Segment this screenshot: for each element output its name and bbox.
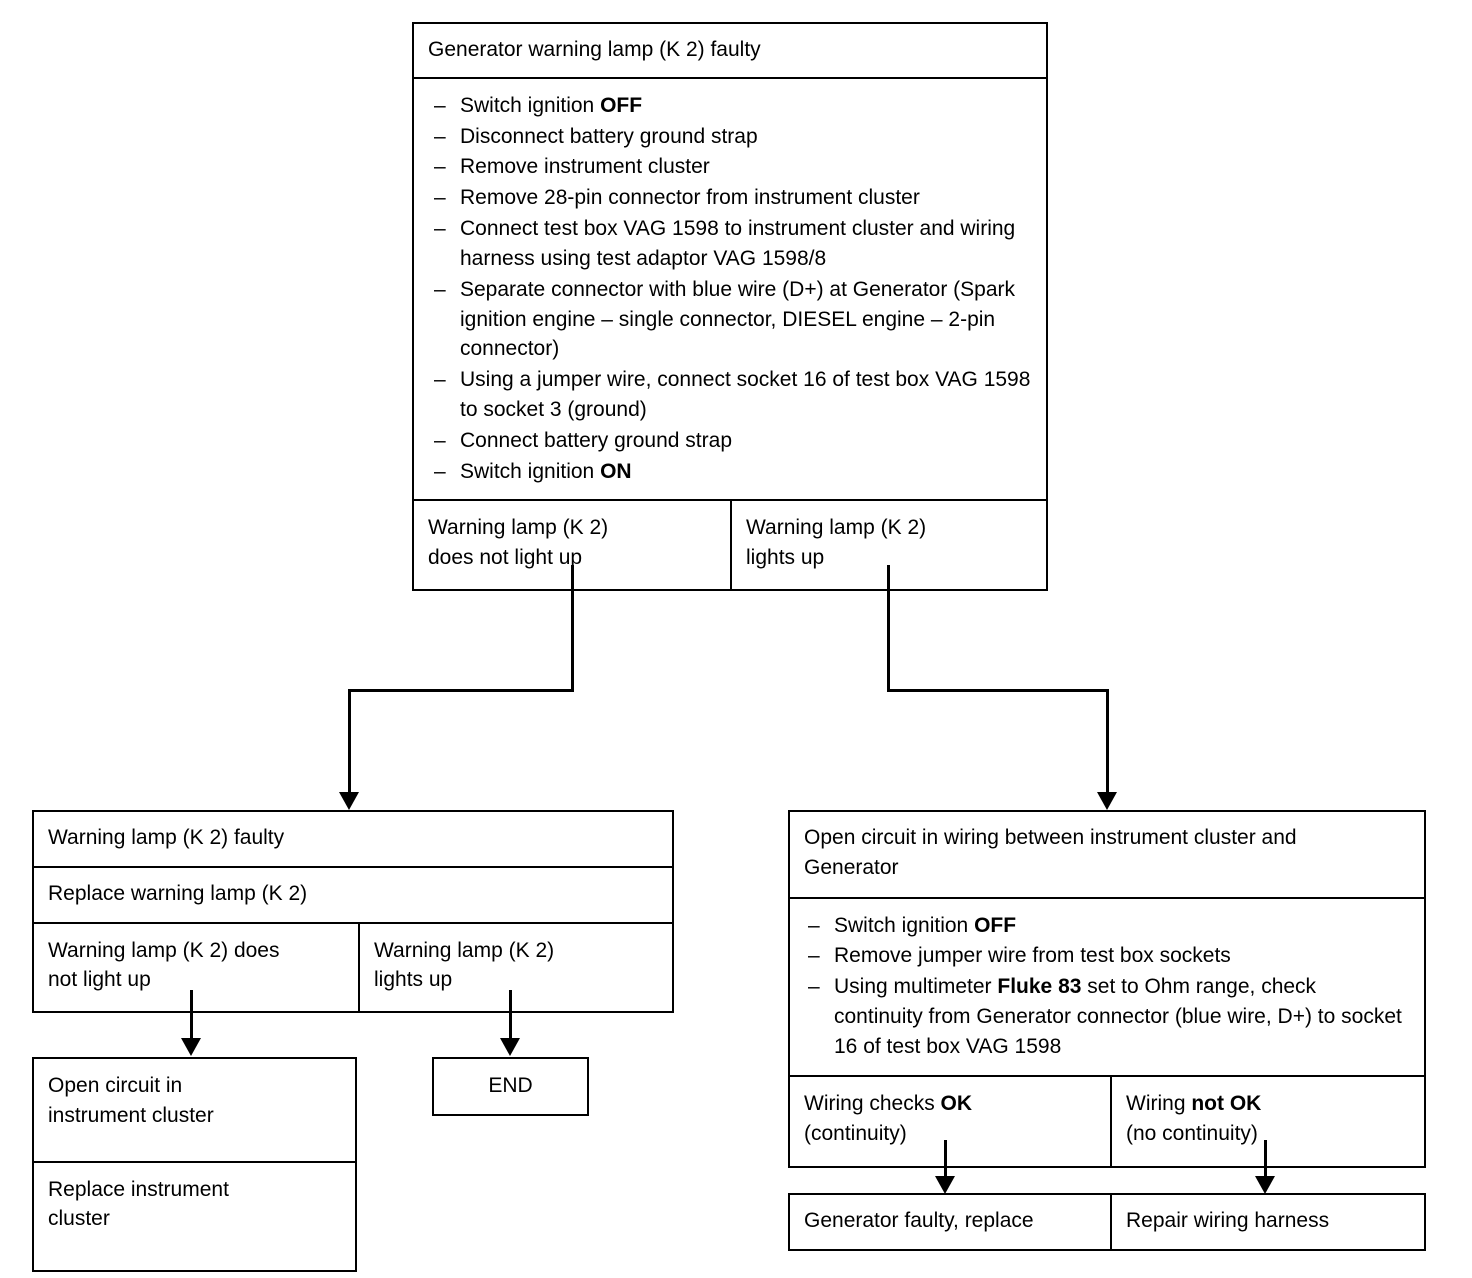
connector-left-vertical-upper bbox=[571, 565, 574, 692]
end-box: END bbox=[432, 1057, 589, 1116]
result-generator-faulty-text: Generator faulty, replace bbox=[804, 1209, 1034, 1232]
outcome-wiring-not-ok: Wiring not OK (no continuity) bbox=[1110, 1076, 1424, 1167]
connector-repair-harness-arrowhead bbox=[1255, 1176, 1275, 1194]
outcome-line-1: Wiring checks OK bbox=[804, 1091, 973, 1115]
connector-left-result-vertical bbox=[190, 990, 193, 1040]
left-result-action-line-2: cluster bbox=[48, 1207, 110, 1231]
step-text-0: Switch ignition OFF bbox=[834, 913, 1017, 937]
top-box-outcomes: Warning lamp (K 2) does not light up War… bbox=[414, 499, 1046, 589]
step-item: Switch ignition OFF bbox=[806, 911, 1410, 941]
connector-generator-faulty-vertical bbox=[944, 1140, 947, 1178]
connector-repair-harness-vertical bbox=[1264, 1140, 1267, 1178]
right-branch-header-line-2: Generator bbox=[804, 855, 899, 879]
step-item: Using a jumper wire, connect socket 16 o… bbox=[432, 365, 1032, 425]
right-branch-box: Open circuit in wiring between instrumen… bbox=[788, 810, 1426, 1169]
connector-right-arrowhead bbox=[1097, 792, 1117, 810]
connector-right-vertical-upper bbox=[887, 565, 890, 692]
result-repair-harness-text: Repair wiring harness bbox=[1126, 1209, 1330, 1232]
right-branch-step-list: Switch ignition OFF Remove jumper wire f… bbox=[806, 911, 1410, 1062]
connector-left-horizontal bbox=[348, 689, 574, 692]
outcome-line-2: lights up bbox=[746, 546, 825, 570]
step-item: Remove jumper wire from test box sockets bbox=[806, 941, 1410, 971]
step-text-7: Connect battery ground strap bbox=[460, 428, 732, 452]
outcome-line-1: Warning lamp (K 2) does bbox=[48, 938, 280, 962]
left-branch-outcomes: Warning lamp (K 2) does not light up War… bbox=[34, 921, 672, 1012]
step-item: Connect test box VAG 1598 to instrument … bbox=[432, 214, 1032, 274]
right-results-box: Generator faulty, replace Repair wiring … bbox=[788, 1193, 1426, 1251]
left-branch-header: Warning lamp (K 2) faulty bbox=[34, 812, 672, 866]
result-generator-faulty: Generator faulty, replace bbox=[790, 1195, 1110, 1249]
step-text-1: Disconnect battery ground strap bbox=[460, 124, 758, 148]
step-text-3: Remove 28-pin connector from instrument … bbox=[460, 186, 920, 210]
outcome-line-1: Wiring not OK bbox=[1126, 1091, 1262, 1115]
step-item: Disconnect battery ground strap bbox=[432, 122, 1032, 152]
left-result-header: Open circuit in instrument cluster bbox=[34, 1059, 355, 1161]
right-results-row: Generator faulty, replace Repair wiring … bbox=[790, 1195, 1424, 1249]
connector-generator-faulty-arrowhead bbox=[935, 1176, 955, 1194]
connector-left-end-vertical bbox=[509, 990, 512, 1040]
outcome-line-2: lights up bbox=[374, 968, 453, 992]
step-item: Remove instrument cluster bbox=[432, 152, 1032, 182]
right-branch-header-line-1: Open circuit in wiring between instrumen… bbox=[804, 826, 1297, 849]
step-item: Switch ignition OFF bbox=[432, 91, 1032, 121]
outcome-line-2: not light up bbox=[48, 968, 151, 992]
left-result-header-line-2: instrument cluster bbox=[48, 1103, 214, 1127]
outcome-line-1: Warning lamp (K 2) bbox=[428, 516, 609, 540]
top-box-header: Generator warning lamp (K 2) faulty bbox=[414, 24, 1046, 77]
step-text-4: Connect test box VAG 1598 to instrument … bbox=[460, 217, 1016, 270]
left-result-header-line-1: Open circuit in bbox=[48, 1074, 183, 1097]
step-item: Using multimeter Fluke 83 set to Ohm ran… bbox=[806, 972, 1410, 1061]
left-branch-box: Warning lamp (K 2) faulty Replace warnin… bbox=[32, 810, 674, 1014]
outcome-lamp-lights-up: Warning lamp (K 2) lights up bbox=[358, 923, 672, 1012]
top-box-steps: Switch ignition OFF Disconnect battery g… bbox=[414, 76, 1046, 500]
step-text-2: Using multimeter Fluke 83 set to Ohm ran… bbox=[834, 975, 1402, 1058]
left-branch-action: Replace warning lamp (K 2) bbox=[34, 865, 672, 922]
left-result-action: Replace instrument cluster bbox=[34, 1160, 355, 1271]
connector-right-horizontal bbox=[887, 689, 1109, 692]
connector-left-arrowhead bbox=[339, 792, 359, 810]
step-text-8: Switch ignition ON bbox=[460, 459, 632, 483]
step-text-2: Remove instrument cluster bbox=[460, 155, 710, 179]
step-text-0: Switch ignition OFF bbox=[460, 93, 643, 117]
connector-right-vertical-lower bbox=[1106, 689, 1109, 794]
step-item: Switch ignition ON bbox=[432, 457, 1032, 487]
top-box: Generator warning lamp (K 2) faulty Swit… bbox=[412, 22, 1048, 591]
end-box-label: END bbox=[434, 1059, 587, 1114]
result-repair-harness: Repair wiring harness bbox=[1110, 1195, 1424, 1249]
outcome-line-1: Warning lamp (K 2) bbox=[374, 938, 555, 962]
connector-left-result-arrowhead bbox=[181, 1038, 201, 1056]
right-branch-header: Open circuit in wiring between instrumen… bbox=[790, 812, 1424, 897]
end-box-text: END bbox=[488, 1074, 533, 1097]
right-branch-outcomes: Wiring checks OK (continuity) Wiring not… bbox=[790, 1074, 1424, 1167]
outcome-line-2: does not light up bbox=[428, 546, 583, 570]
step-text-5: Separate connector with blue wire (D+) a… bbox=[460, 277, 1016, 361]
outcome-lamp-does-not-light: Warning lamp (K 2) does not light up bbox=[34, 923, 358, 1012]
step-text-1: Remove jumper wire from test box sockets bbox=[834, 944, 1231, 968]
outcome-line-2: (continuity) bbox=[804, 1121, 907, 1145]
top-box-step-list: Switch ignition OFF Disconnect battery g… bbox=[432, 91, 1032, 487]
connector-left-end-arrowhead bbox=[500, 1038, 520, 1056]
step-text-6: Using a jumper wire, connect socket 16 o… bbox=[460, 368, 1031, 421]
outcome-line-2: (no continuity) bbox=[1126, 1121, 1258, 1145]
left-result-action-line-1: Replace instrument bbox=[48, 1177, 229, 1201]
step-item: Separate connector with blue wire (D+) a… bbox=[432, 275, 1032, 364]
step-item: Connect battery ground strap bbox=[432, 426, 1032, 456]
right-branch-steps: Switch ignition OFF Remove jumper wire f… bbox=[790, 896, 1424, 1075]
left-branch-action-text: Replace warning lamp (K 2) bbox=[48, 881, 308, 905]
top-box-header-text: Generator warning lamp (K 2) faulty bbox=[428, 38, 761, 61]
left-result-box: Open circuit in instrument cluster Repla… bbox=[32, 1057, 357, 1273]
outcome-wiring-ok: Wiring checks OK (continuity) bbox=[790, 1076, 1110, 1167]
outcome-lamp-lights-up: Warning lamp (K 2) lights up bbox=[730, 501, 1046, 589]
connector-left-vertical-lower bbox=[348, 689, 351, 794]
outcome-line-1: Warning lamp (K 2) bbox=[746, 516, 927, 540]
step-item: Remove 28-pin connector from instrument … bbox=[432, 183, 1032, 213]
left-branch-header-text: Warning lamp (K 2) faulty bbox=[48, 826, 285, 849]
